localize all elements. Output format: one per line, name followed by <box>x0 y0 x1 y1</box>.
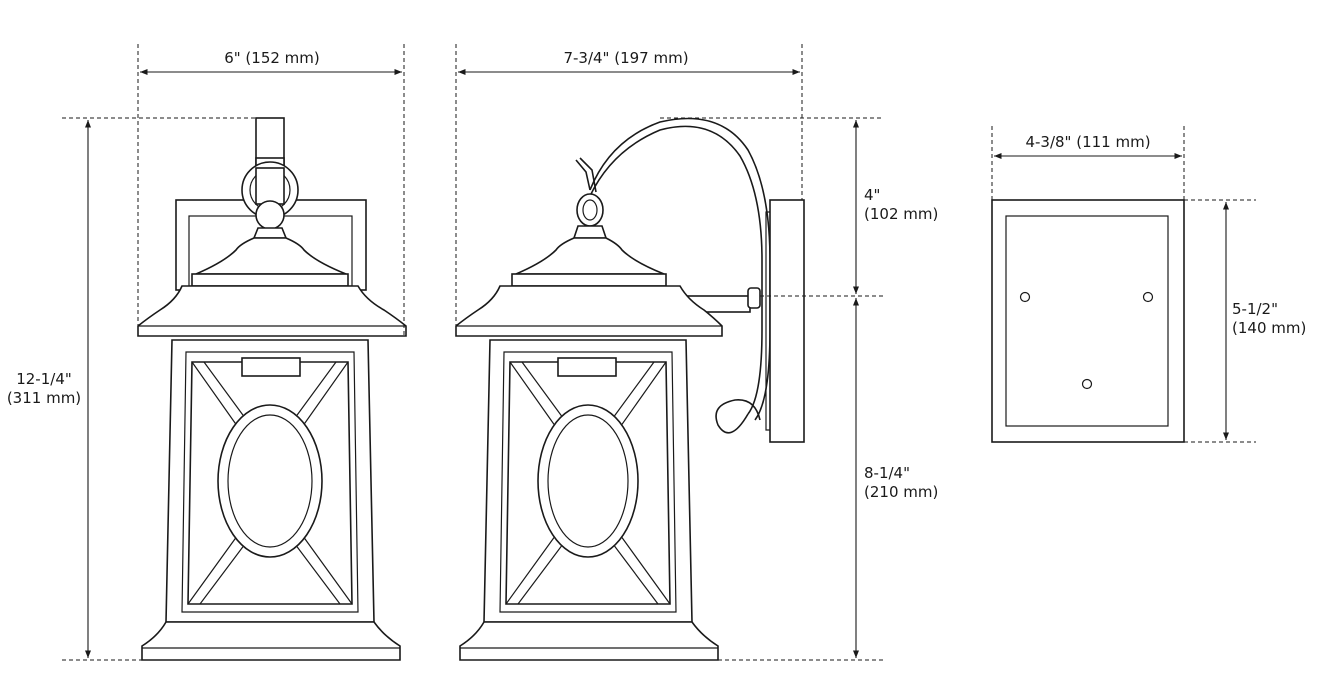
backplate-height-inch-label: 5-1/2" <box>1232 300 1278 318</box>
backplate-width-dimension: 4-3/8" (111 mm) <box>991 126 1185 200</box>
total-height-mm-label: (311 mm) <box>7 389 81 407</box>
upper-height-inch-label: 4" <box>864 186 880 204</box>
lower-height-inch-label: 8-1/4" <box>864 464 910 482</box>
side-depth-dimension: 7-3/4" (197 mm) <box>455 44 803 336</box>
total-height-inch-label: 12-1/4" <box>16 370 72 388</box>
side-view-lantern <box>455 117 805 661</box>
side-depth-label: 7-3/4" (197 mm) <box>563 49 688 67</box>
upper-height-mm-label: (102 mm) <box>864 205 938 223</box>
backplate-height-mm-label: (140 mm) <box>1232 319 1306 337</box>
front-view-lantern <box>137 117 407 661</box>
backplate-height-dimension: 5-1/2" (140 mm) <box>1184 199 1306 443</box>
backplate-width-label: 4-3/8" (111 mm) <box>1025 133 1150 151</box>
lower-height-mm-label: (210 mm) <box>864 483 938 501</box>
backplate-view <box>991 199 1185 443</box>
front-width-label: 6" (152 mm) <box>224 49 320 67</box>
mounting-hole <box>1081 378 1093 390</box>
total-height-dimension: 12-1/4" (311 mm) <box>7 117 256 661</box>
mounting-hole <box>1019 291 1031 303</box>
side-height-dimensions: 4" (102 mm) 8-1/4" (210 mm) <box>660 117 938 661</box>
mounting-hole <box>1142 291 1154 303</box>
front-width-dimension: 6" (152 mm) <box>137 44 405 336</box>
